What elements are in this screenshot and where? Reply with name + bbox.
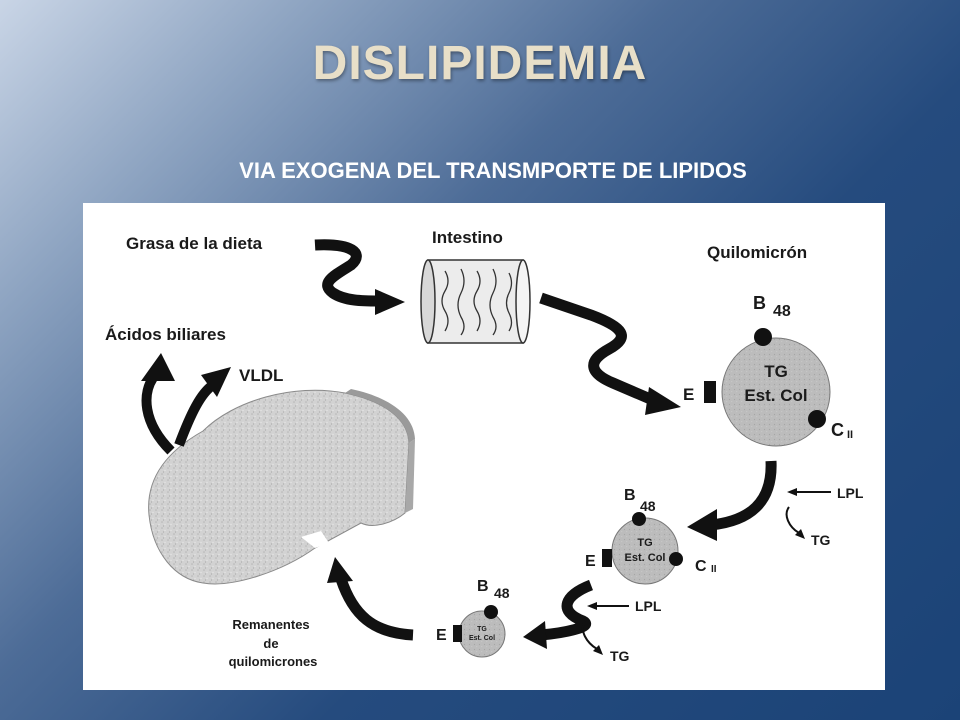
apo-e-marker <box>453 625 462 642</box>
label-est-col: Est. Col <box>469 635 495 642</box>
lipid-transport-diagram: B 48 TG Est. Col E C II B 48 TG Est. Col… <box>83 203 885 690</box>
label-c-sub: II <box>711 564 717 575</box>
label-vldl: VLDL <box>239 366 283 385</box>
label-b-num: 48 <box>640 498 656 514</box>
apo-e-marker <box>704 381 716 403</box>
label-grasa-de-la-dieta: Grasa de la dieta <box>126 234 263 253</box>
label-remanentes: Remanentes <box>232 617 309 632</box>
label-tg: TG <box>637 537 652 549</box>
label-tg: TG <box>764 362 788 381</box>
intestine <box>420 259 531 344</box>
apo-cii-marker <box>808 410 826 428</box>
slide-title: DISLIPIDEMIA <box>312 37 648 90</box>
label-e: E <box>436 627 447 644</box>
label-c-sub: II <box>847 429 853 441</box>
label-e: E <box>683 385 694 404</box>
label-tg-released: TG <box>610 648 630 664</box>
label-acidos-biliares: Ácidos biliares <box>105 325 226 344</box>
label-est-col: Est. Col <box>744 386 807 405</box>
label-b: B <box>753 293 766 313</box>
arrow-large-to-medium <box>687 460 777 541</box>
arrow-diet-to-intestine <box>314 239 405 315</box>
arrow-liver-to-vldl <box>174 367 231 447</box>
lpl-arrow-small <box>581 602 629 655</box>
label-b-num: 48 <box>494 585 510 601</box>
arrow-liver-to-bile-acids <box>141 353 175 455</box>
chylomicron-large: B 48 TG Est. Col E C II <box>683 293 853 447</box>
label-e: E <box>585 553 596 570</box>
label-quilomicrones: quilomicrones <box>229 654 318 669</box>
arrow-medium-to-small <box>523 579 594 649</box>
label-de: de <box>263 636 278 651</box>
label-tg-released: TG <box>811 532 831 548</box>
label-c: C <box>695 558 707 575</box>
label-tg: TG <box>477 626 487 633</box>
chylomicron-small: B 48 TG Est. Col E LPL TG <box>436 578 662 664</box>
label-c: C <box>831 420 844 440</box>
label-intestino: Intestino <box>432 228 503 247</box>
chylomicron-medium: B 48 TG Est. Col E C II LPL TG <box>585 485 864 585</box>
apo-b48-marker <box>632 512 646 526</box>
apo-e-marker <box>602 549 612 567</box>
apo-b48-marker <box>484 605 498 619</box>
label-lpl: LPL <box>635 598 662 614</box>
apo-cii-marker <box>669 552 683 566</box>
label-b: B <box>477 578 489 595</box>
label-lpl: LPL <box>837 485 864 501</box>
lpl-arrow-medium <box>785 488 831 539</box>
label-quilomicron: Quilomicrón <box>707 243 807 262</box>
arrow-remnants-to-liver <box>327 557 414 641</box>
label-est-col: Est. Col <box>625 552 666 564</box>
apo-b48-marker <box>754 328 772 346</box>
slide-subtitle: VIA EXOGENA DEL TRANSMPORTE DE LIPIDOS <box>239 158 747 183</box>
liver <box>148 389 415 585</box>
arrow-intestine-to-chylomicron <box>539 292 681 415</box>
label-b-num: 48 <box>773 303 791 320</box>
label-b: B <box>624 487 636 504</box>
